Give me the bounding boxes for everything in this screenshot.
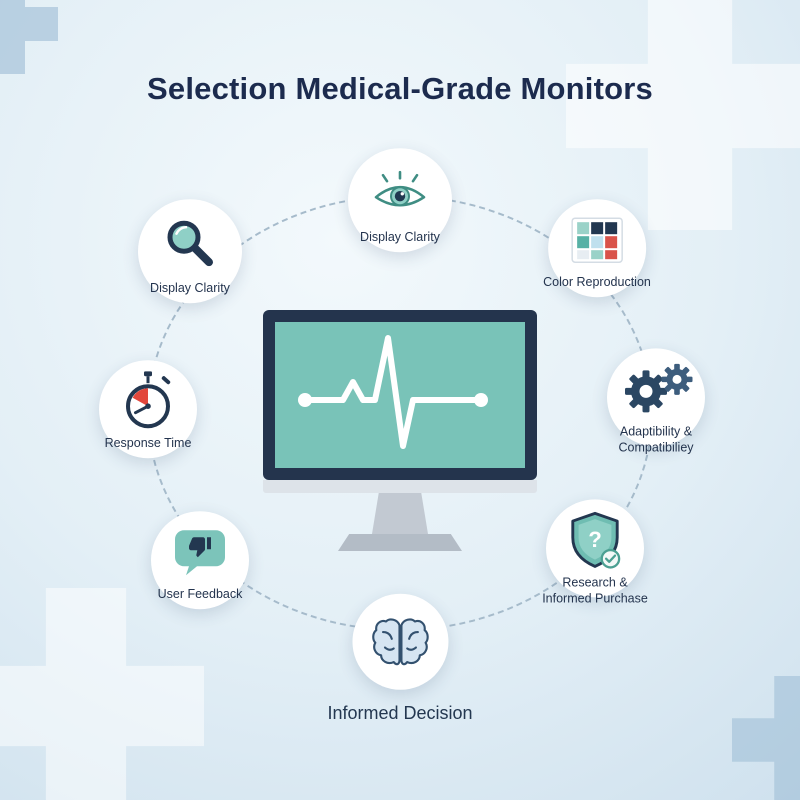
shield-question-icon: ? <box>571 511 621 569</box>
plus-shape-top-left <box>0 0 58 74</box>
monitor-stand-neck <box>372 493 428 534</box>
brain-icon <box>371 618 429 666</box>
node-user-feedback: User Feedback <box>151 511 249 610</box>
node-circle <box>138 199 242 304</box>
node-circle <box>547 199 646 298</box>
shield-question-mark: ? <box>588 527 602 552</box>
node-circle <box>151 511 249 610</box>
node-research-informed-purchase: ? Research & Informed Purchase <box>536 499 654 606</box>
node-display-clarity-top: Display Clarity <box>348 148 452 253</box>
monitor-frame <box>263 310 537 480</box>
plus-shape-bottom-left <box>0 588 204 800</box>
node-circle <box>348 148 452 253</box>
node-circle <box>607 348 705 447</box>
node-label: Research & Informed Purchase <box>542 575 648 605</box>
node-display-clarity-left: Display Clarity <box>138 199 242 304</box>
eye-icon <box>374 170 426 207</box>
ecg-line <box>298 335 488 449</box>
page-title: Selection Medical-Grade Monitors <box>147 70 653 106</box>
plus-shape-top-right <box>566 0 800 230</box>
thumbs-down-bubble-icon <box>175 530 225 576</box>
monitor-stand-base <box>338 534 462 551</box>
plus-shape-bottom-right <box>732 676 800 800</box>
node-informed-decision: Informed Decision <box>327 593 473 725</box>
stopwatch-icon <box>126 371 171 429</box>
node-label: Informed Decision <box>327 702 473 723</box>
node-label: User Feedback <box>157 587 243 602</box>
monitor-bezel-strip <box>263 480 537 493</box>
color-grid-icon <box>571 217 623 263</box>
node-circle <box>351 593 448 690</box>
node-label: Response Time <box>104 436 192 451</box>
node-label: Display Clarity <box>150 281 230 296</box>
magnifier-icon <box>167 220 213 267</box>
node-label: Color Reproduction <box>543 275 651 290</box>
node-label: Display Clarity <box>360 230 440 245</box>
node-color-reproduction: Color Reproduction <box>543 199 651 298</box>
node-label: Adaptibility & Compatibiliey <box>618 424 694 454</box>
node-response-time: Response Time <box>99 360 197 459</box>
node-circle: ? <box>546 499 644 598</box>
node-circle <box>99 360 197 459</box>
monitor-screen <box>275 322 525 468</box>
gears-icon <box>625 363 693 413</box>
node-adaptability-compatibility: Adaptibility & Compatibiliey <box>597 348 715 455</box>
